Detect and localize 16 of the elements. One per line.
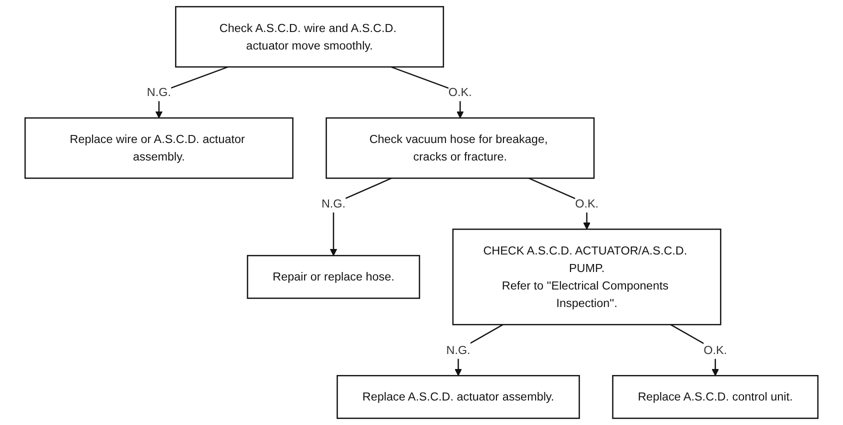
node-box: Repair or replace hose.	[246, 254, 420, 299]
edge-label: O.K.	[704, 343, 728, 356]
node-box: Check A.S.C.D. wire and A.S.C.D. actuator move smoothly.	[175, 6, 444, 68]
node-box: Check vacuum hose for breakage, cracks or fracture.	[326, 117, 595, 179]
node-box: Replace A.S.C.D. control unit.	[612, 375, 819, 419]
edge-label: N.G.	[146, 85, 172, 99]
edge-label: N.G.	[321, 196, 346, 210]
edge-label: N.G.	[446, 343, 470, 356]
arrow	[390, 66, 464, 118]
edge-label: O.K.	[448, 85, 472, 99]
edge-label: O.K.	[575, 196, 599, 210]
node-box: Replace wire or A.S.C.D. actuator assembly.	[24, 117, 294, 179]
node-box: Replace A.S.C.D. actuator assembly.	[336, 375, 580, 419]
arrow	[528, 178, 590, 230]
arrow	[670, 324, 719, 376]
node-box: CHECK A.S.C.D. ACTUATOR/A.S.C.D. PUMP. Refer to ''Electrical Components Inspection''.	[452, 228, 722, 326]
